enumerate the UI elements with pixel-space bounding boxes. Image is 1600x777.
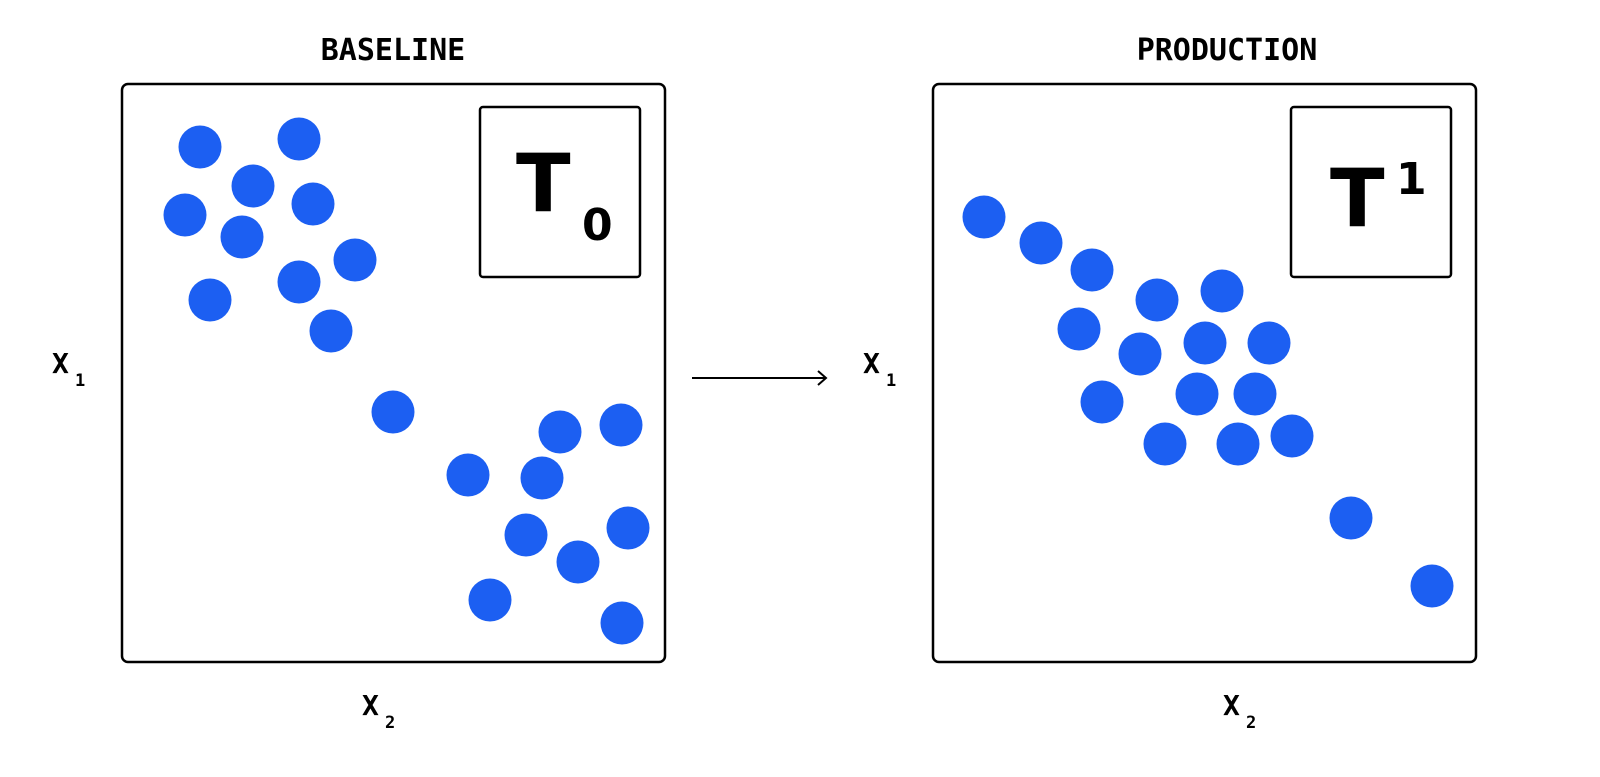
data-point bbox=[333, 238, 377, 282]
left-panel-title: BASELINE bbox=[321, 33, 466, 68]
data-point bbox=[1200, 269, 1244, 313]
right-time-box bbox=[1289, 105, 1453, 279]
right-panel-title: PRODUCTION bbox=[1137, 33, 1318, 68]
data-point bbox=[178, 125, 222, 169]
data-point bbox=[1070, 248, 1114, 292]
left-time-box bbox=[478, 105, 642, 279]
data-point bbox=[468, 578, 512, 622]
right-x-label: X bbox=[1223, 689, 1240, 722]
data-point bbox=[1118, 332, 1162, 376]
data-point bbox=[220, 215, 264, 259]
data-point bbox=[1135, 278, 1179, 322]
data-point bbox=[606, 506, 650, 550]
data-point bbox=[446, 453, 490, 497]
data-point bbox=[291, 182, 335, 226]
right-plot-frame bbox=[931, 82, 1478, 664]
right-panel: PRODUCTION T 1 X 1 X 2 bbox=[863, 33, 1478, 733]
data-point bbox=[538, 410, 582, 454]
data-point bbox=[1216, 422, 1260, 466]
data-point bbox=[1329, 496, 1373, 540]
data-point bbox=[1270, 414, 1314, 458]
data-point bbox=[1410, 564, 1454, 608]
data-point bbox=[1019, 221, 1063, 265]
data-point bbox=[1143, 422, 1187, 466]
right-time-superscript: 1 bbox=[1396, 154, 1427, 205]
data-point bbox=[1057, 307, 1101, 351]
data-point bbox=[1080, 380, 1124, 424]
data-point bbox=[600, 601, 644, 645]
right-time-label: T bbox=[1330, 152, 1385, 245]
right-y-label: X bbox=[863, 347, 880, 380]
left-x-label: X bbox=[362, 689, 379, 722]
left-x-label-sub: 2 bbox=[385, 713, 395, 733]
left-y-label: X bbox=[52, 347, 69, 380]
data-point bbox=[1233, 372, 1277, 416]
data-point bbox=[1247, 321, 1291, 365]
data-point bbox=[556, 540, 600, 584]
data-point bbox=[277, 117, 321, 161]
left-dots bbox=[163, 117, 650, 645]
right-dots bbox=[962, 195, 1454, 608]
left-plot-frame bbox=[120, 82, 667, 664]
left-time-label: T bbox=[516, 137, 571, 230]
data-point bbox=[504, 513, 548, 557]
data-point bbox=[599, 403, 643, 447]
data-point bbox=[163, 193, 207, 237]
data-point bbox=[962, 195, 1006, 239]
left-y-label-sub: 1 bbox=[75, 371, 85, 391]
left-panel: BASELINE T 0 X 1 X 2 bbox=[52, 33, 667, 733]
data-point bbox=[309, 309, 353, 353]
data-point bbox=[1183, 321, 1227, 365]
data-point bbox=[371, 390, 415, 434]
data-point bbox=[1175, 372, 1219, 416]
data-point bbox=[520, 456, 564, 500]
left-time-subscript: 0 bbox=[582, 200, 613, 251]
arrow-right-icon bbox=[692, 370, 828, 386]
data-point bbox=[231, 164, 275, 208]
data-point bbox=[188, 278, 232, 322]
data-point bbox=[277, 260, 321, 304]
right-y-label-sub: 1 bbox=[886, 371, 896, 391]
right-x-label-sub: 2 bbox=[1246, 713, 1256, 733]
